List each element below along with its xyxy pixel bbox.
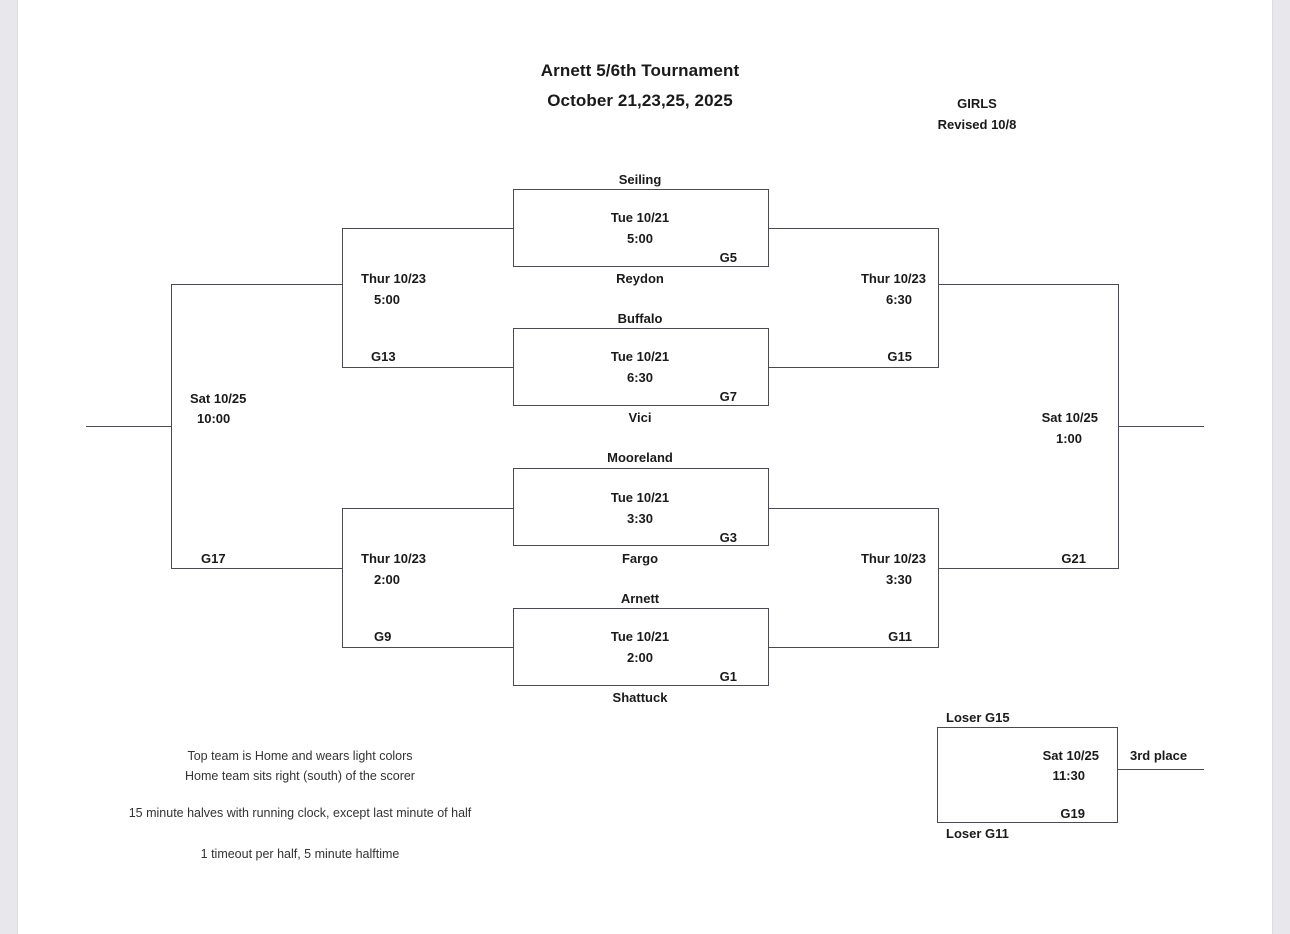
round1-game-3-top-team: Arnett: [620, 591, 660, 606]
bracket-stage: Arnett 5/6th Tournament October 21,23,25…: [18, 0, 1272, 934]
round2-game-g15-bottom-connector: [769, 367, 939, 368]
round2-game-g15-id: G15: [887, 349, 912, 364]
footer-note-2: 15 minute halves with running clock, exc…: [128, 806, 472, 820]
round1-game-0-time: 5:00: [626, 231, 654, 246]
round1-game-0-box[interactable]: [513, 189, 769, 267]
round2-game-g9-top-connector: [342, 508, 513, 509]
round1-game-1-box[interactable]: [513, 328, 769, 406]
round2-game-g11-spine: [938, 508, 939, 648]
semifinal-g17-id: G17: [201, 551, 226, 566]
semifinal-g17-date: Sat 10/25: [190, 391, 247, 406]
round1-game-1-date: Tue 10/21: [610, 349, 670, 364]
round2-game-g9-id: G9: [374, 629, 392, 644]
round1-game-1-time: 6:30: [626, 370, 654, 385]
consolation-top-team: Loser G15: [946, 710, 1010, 725]
footer-note-0: Top team is Home and wears light colors: [187, 749, 413, 763]
round1-game-2-bottom-team: Fargo: [621, 551, 659, 566]
round1-game-3-box[interactable]: [513, 608, 769, 686]
round1-game-0-bottom-team: Reydon: [616, 271, 664, 286]
consolation-time: 11:30: [1052, 768, 1085, 783]
round2-game-g11-id: G11: [888, 629, 912, 644]
round2-game-g9-bottom-connector: [342, 647, 513, 648]
round2-game-g11-time: 3:30: [885, 572, 912, 587]
division-label: GIRLS: [957, 96, 997, 111]
round1-game-1-top-team: Buffalo: [617, 311, 663, 326]
round1-game-1-id: G7: [719, 389, 737, 404]
round2-game-g13-id: G13: [371, 349, 396, 364]
round2-game-g11-top-connector: [769, 508, 939, 509]
round2-game-g13-date: Thur 10/23: [361, 271, 427, 286]
round1-game-3-bottom-team: Shattuck: [612, 690, 668, 705]
round1-game-2-id: G3: [719, 530, 737, 545]
round1-game-1-bottom-team: Vici: [628, 410, 652, 425]
bracket-page: Arnett 5/6th Tournament October 21,23,25…: [18, 0, 1272, 934]
footer-note-1: Home team sits right (south) of the scor…: [185, 769, 415, 783]
round2-game-g13-time: 5:00: [374, 292, 401, 307]
round1-game-2-date: Tue 10/21: [610, 490, 670, 505]
revision-label: Revised 10/8: [937, 117, 1017, 132]
semifinal-g17-top-connector: [171, 284, 343, 285]
semifinal-g21-id: G21: [1061, 551, 1086, 566]
round2-game-g13-spine: [342, 228, 343, 368]
semifinal-g17-bottom-connector: [171, 568, 343, 569]
consolation-id: G19: [1060, 806, 1085, 821]
semifinal-g21-advance-line: [1118, 426, 1204, 427]
third-place-label: 3rd place: [1130, 748, 1188, 763]
round1-game-2-time: 3:30: [626, 511, 654, 526]
consolation-bottom-team: Loser G11: [946, 826, 1009, 841]
round2-game-g13-bottom-connector: [342, 367, 513, 368]
round1-game-0-id: G5: [719, 250, 737, 265]
round1-game-2-top-team: Mooreland: [607, 450, 673, 465]
semifinal-g17-advance-line: [86, 426, 172, 427]
round1-game-2-box[interactable]: [513, 468, 769, 546]
round2-game-g15-spine: [938, 228, 939, 368]
round2-game-g11-bottom-connector: [769, 647, 939, 648]
round1-game-3-time: 2:00: [626, 650, 654, 665]
round1-game-0-top-team: Seiling: [618, 172, 662, 187]
semifinal-g21-bottom-connector: [938, 568, 1119, 569]
page-title-line2: October 21,23,25, 2025: [547, 91, 733, 110]
round2-game-g15-date: Thur 10/23: [860, 271, 926, 286]
round1-game-3-date: Tue 10/21: [610, 629, 670, 644]
semifinal-g17-time: 10:00: [197, 411, 231, 426]
semifinal-g21-date: Sat 10/25: [1041, 410, 1098, 425]
round2-game-g9-time: 2:00: [374, 572, 401, 587]
round2-game-g9-date: Thur 10/23: [361, 551, 427, 566]
semifinal-g21-time: 1:00: [1055, 431, 1082, 446]
round2-game-g15-top-connector: [769, 228, 939, 229]
page-title-line1: Arnett 5/6th Tournament: [540, 61, 740, 80]
consolation-advance-line: [1118, 769, 1204, 770]
round2-game-g9-spine: [342, 508, 343, 648]
semifinal-g21-top-connector: [938, 284, 1119, 285]
round1-game-0-date: Tue 10/21: [610, 210, 670, 225]
round2-game-g15-time: 6:30: [885, 292, 912, 307]
footer-note-3: 1 timeout per half, 5 minute halftime: [200, 847, 400, 861]
consolation-date: Sat 10/25: [1042, 748, 1099, 763]
consolation-box[interactable]: [937, 727, 1118, 823]
round1-game-3-id: G1: [719, 669, 737, 684]
round2-game-g13-top-connector: [342, 228, 513, 229]
round2-game-g11-date: Thur 10/23: [860, 551, 926, 566]
